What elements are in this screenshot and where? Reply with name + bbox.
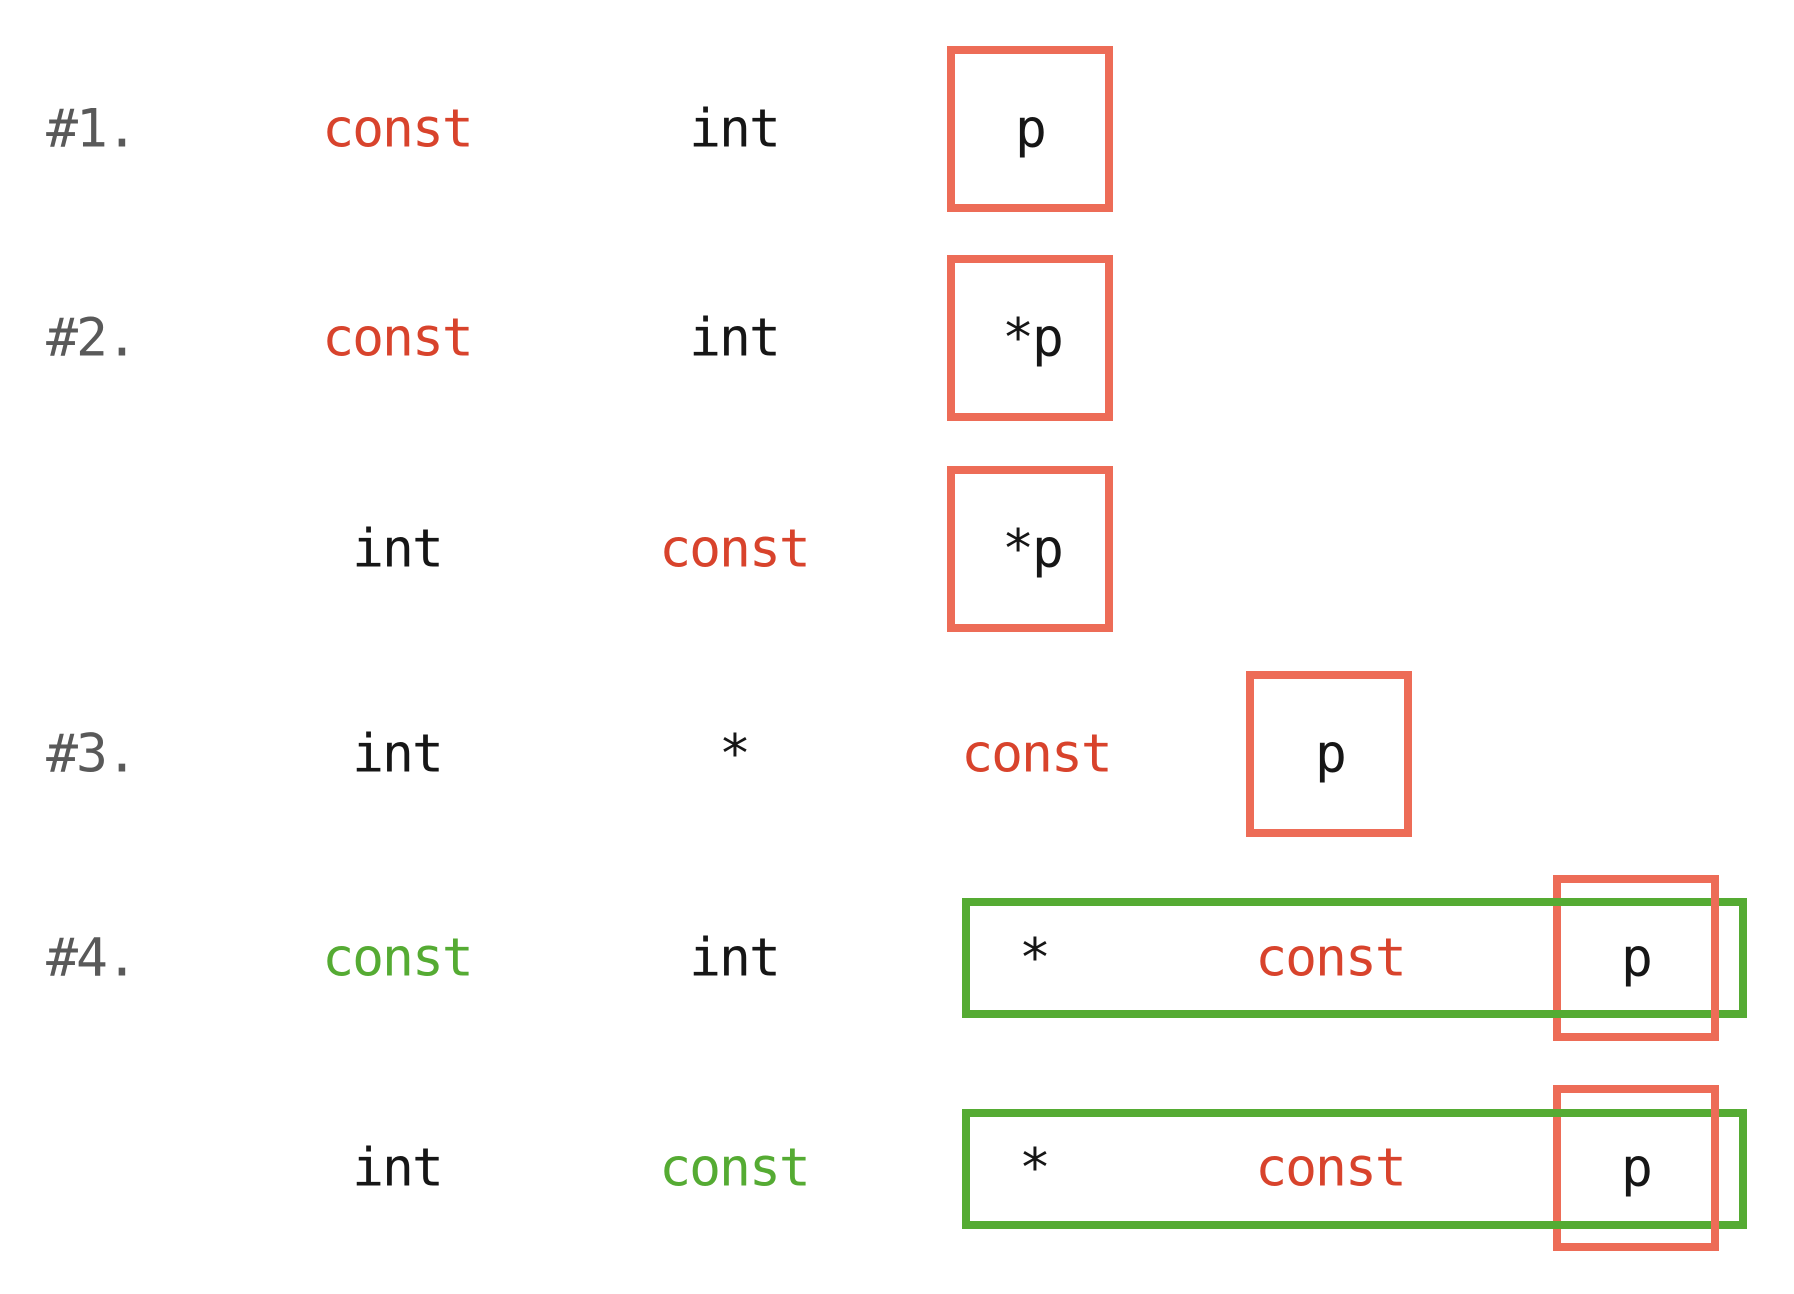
green-border-overlap [1553,1221,1561,1229]
red-box [1553,875,1719,1041]
keyword-const: const [1255,927,1407,989]
row-number-label: #4. [46,927,138,989]
pointer-name-p: p [1621,927,1653,989]
pointer-name-p: p [1621,1137,1653,1199]
asterisk-token: * [719,723,751,785]
pointer-name-p: p [1015,98,1047,160]
red-box [947,466,1113,632]
row-number-label: #2. [46,307,138,369]
keyword-const: const [322,307,474,369]
green-border-overlap [1553,898,1561,906]
keyword-const: const [322,927,474,989]
keyword-int: int [689,98,781,160]
keyword-int: int [352,518,444,580]
keyword-const: const [1255,1137,1407,1199]
pointer-deref-p: *p [1002,518,1064,580]
green-border-overlap [1553,1010,1561,1018]
green-border-overlap [1553,1109,1561,1117]
pointer-deref-p: *p [1002,307,1064,369]
row-number-label: #3. [46,723,138,785]
keyword-const: const [961,723,1113,785]
red-box [1553,1085,1719,1251]
keyword-int: int [352,1137,444,1199]
red-box [947,46,1113,212]
row-number-label: #1. [46,98,138,160]
pointer-name-p: p [1315,723,1347,785]
keyword-int: int [689,927,781,989]
keyword-const: const [659,1137,811,1199]
asterisk-token: * [1019,927,1051,989]
asterisk-token: * [1019,1137,1051,1199]
keyword-int: int [689,307,781,369]
keyword-const: const [322,98,474,160]
keyword-int: int [352,723,444,785]
red-box [947,255,1113,421]
red-box [1246,671,1412,837]
green-box [962,898,1747,1018]
keyword-const: const [659,518,811,580]
green-box [962,1109,1747,1229]
